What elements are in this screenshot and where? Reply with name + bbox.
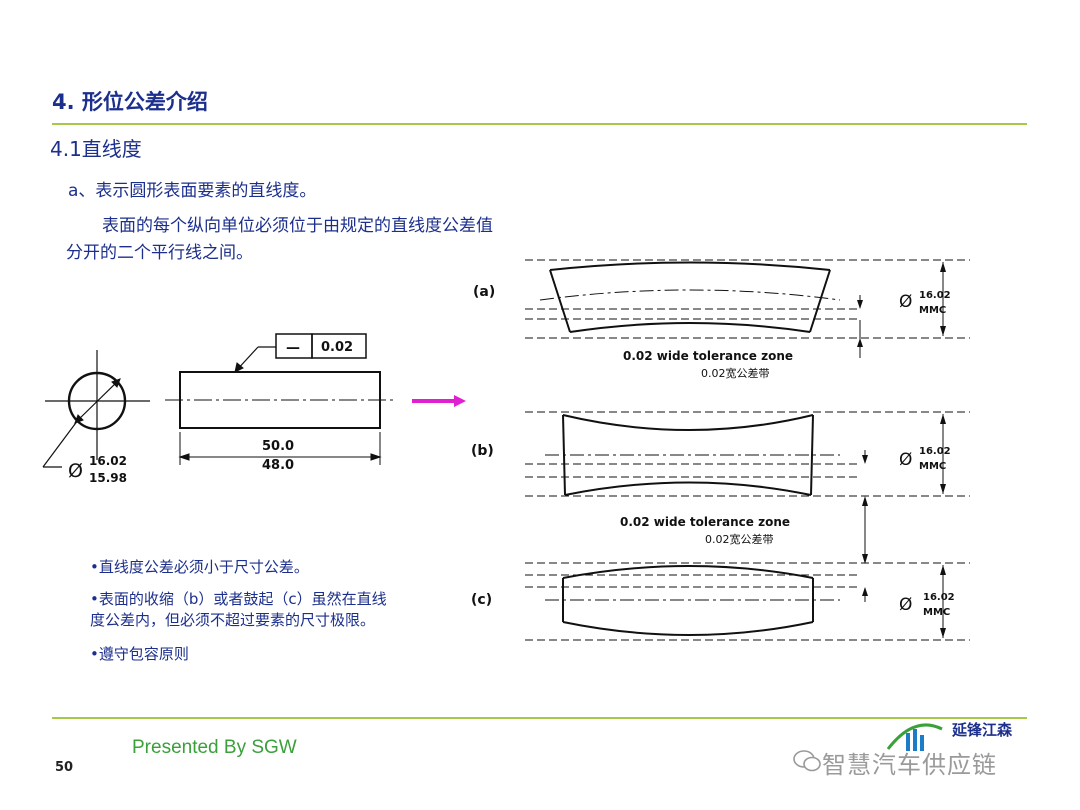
- watermark-text: 智慧汽车供应链: [822, 751, 997, 779]
- dia-symbol-c: Ø: [899, 595, 912, 615]
- label-c: (c): [471, 592, 492, 608]
- section-subtitle: 4.1直线度: [50, 137, 142, 161]
- page-number: 50: [55, 760, 74, 775]
- company-logo-text: 延锋江森: [952, 721, 1013, 739]
- mmc-a: MMC: [919, 305, 946, 316]
- description-para-1: 表面的每个纵向单位必须位于由规定的直线度公差值: [102, 216, 493, 236]
- zone-text-cn-b: 0.02宽公差带: [705, 532, 774, 546]
- tolerance-zone-diagrams: (a) Ø 16.02 MMC 0.02 wide tolerance zone…: [471, 259, 970, 641]
- length-min: 48.0: [262, 458, 294, 473]
- tolerance-value: 0.02: [321, 340, 353, 355]
- bullet-3: •遵守包容原则: [90, 645, 189, 663]
- side-view: [165, 333, 395, 465]
- diameter-min: 15.98: [89, 471, 127, 485]
- bullet-2: •表面的收缩（b）或者鼓起（c）虽然在直线: [90, 590, 387, 608]
- diameter-max: 16.02: [89, 454, 127, 468]
- bullet-1: •直线度公差必须小于尺寸公差。: [90, 558, 309, 576]
- company-logo-icon: [886, 723, 943, 751]
- bullet-2-cont: 度公差内，但必须不超过要素的尺寸极限。: [90, 611, 376, 629]
- dia-symbol-b: Ø: [899, 450, 912, 470]
- description-para-2: 分开的二个平行线之间。: [66, 243, 253, 263]
- mmc-c: MMC: [923, 607, 950, 618]
- slide-title: 4. 形位公差介绍: [52, 90, 208, 114]
- straightness-symbol: —: [286, 340, 300, 356]
- description-line-a: a、表示圆形表面要素的直线度。: [68, 181, 317, 201]
- label-b: (b): [471, 443, 494, 459]
- cross-section-view: [42, 350, 150, 468]
- footer-divider: [52, 717, 1027, 719]
- dia-symbol-a: Ø: [899, 292, 912, 312]
- zone-text-cn-a: 0.02宽公差带: [701, 366, 770, 380]
- dia-value-a: 16.02: [919, 290, 951, 301]
- presented-by: Presented By SGW: [132, 737, 297, 758]
- mmc-b: MMC: [919, 461, 946, 472]
- label-a: (a): [473, 284, 495, 300]
- part-drawing: Ø 16.02 15.98 — 0.02 50.0 48.0: [42, 333, 395, 485]
- zone-text-b: 0.02 wide tolerance zone: [620, 515, 790, 529]
- zone-text-a: 0.02 wide tolerance zone: [623, 349, 793, 363]
- diameter-symbol: Ø: [68, 460, 83, 482]
- pointer-arrow: [412, 395, 466, 407]
- dia-value-c: 16.02: [923, 592, 955, 603]
- length-max: 50.0: [262, 439, 294, 454]
- wechat-icon: [793, 750, 821, 772]
- dia-value-b: 16.02: [919, 446, 951, 457]
- header-divider: [52, 123, 1027, 125]
